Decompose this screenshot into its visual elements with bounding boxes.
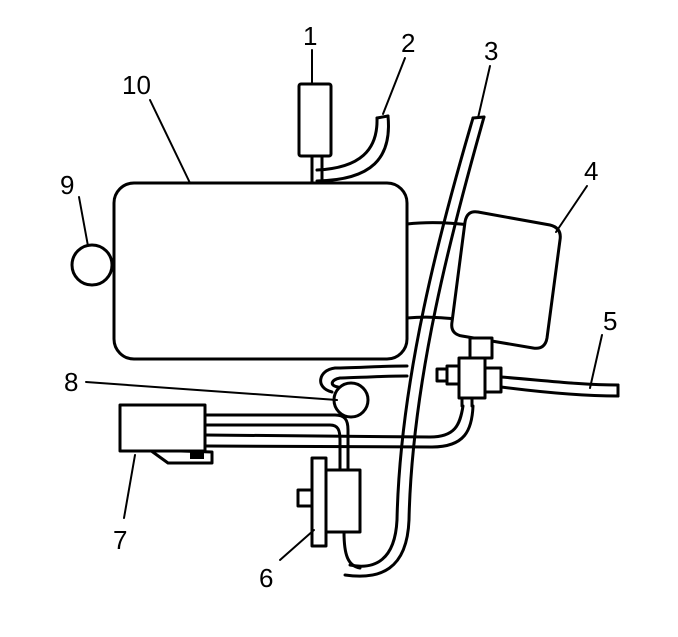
callout-1: 1 bbox=[303, 21, 317, 51]
hose-5 bbox=[499, 375, 620, 398]
callout-leaders bbox=[78, 49, 603, 561]
tee-fitting bbox=[435, 336, 503, 408]
component-9-knob bbox=[70, 243, 114, 287]
callout-7: 7 bbox=[113, 525, 127, 555]
callout-2: 2 bbox=[401, 28, 415, 58]
component-6-solenoid bbox=[296, 456, 362, 570]
component-7-block bbox=[118, 403, 214, 465]
callout-8: 8 bbox=[64, 367, 78, 397]
callout-4: 4 bbox=[584, 156, 598, 186]
component-1-cylinder bbox=[297, 82, 333, 186]
callout-3: 3 bbox=[484, 36, 498, 66]
callout-9: 9 bbox=[60, 170, 74, 200]
component-4-box bbox=[450, 210, 562, 350]
callout-6: 6 bbox=[259, 563, 273, 593]
callout-10: 10 bbox=[122, 70, 151, 100]
component-8 bbox=[319, 364, 409, 419]
callout-5: 5 bbox=[603, 306, 617, 336]
hose-2 bbox=[315, 114, 390, 183]
hoses-from-component-7 bbox=[203, 404, 475, 472]
component-10-canister bbox=[112, 181, 409, 361]
